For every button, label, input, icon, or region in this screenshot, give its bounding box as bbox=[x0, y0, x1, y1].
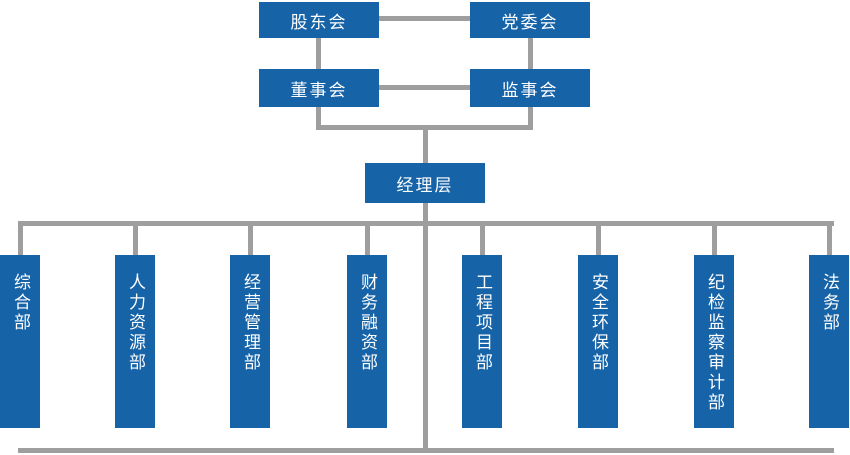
node-shareholders-meeting: 股东会 bbox=[259, 2, 379, 38]
connector-drop-discipline-audit bbox=[712, 226, 717, 255]
connector-drop-engineering bbox=[480, 226, 485, 255]
dept-discipline-inspection-audit: 纪检监察审计部 bbox=[694, 255, 734, 428]
connector-drop-finance bbox=[365, 226, 370, 255]
connector-drop-legal bbox=[827, 226, 832, 255]
dept-engineering-projects: 工程项目部 bbox=[462, 255, 502, 428]
dept-business-management: 经营管理部 bbox=[230, 255, 270, 428]
connector-party-supervisory bbox=[528, 38, 533, 69]
connector-drop-business-management bbox=[248, 226, 253, 255]
connector-board-supervisory bbox=[379, 85, 470, 90]
connector-drop-general bbox=[18, 226, 23, 255]
connector-supervisory-down bbox=[528, 107, 533, 125]
connector-join-horizontal bbox=[316, 125, 533, 130]
dept-finance-financing: 财务融资部 bbox=[347, 255, 387, 428]
connector-board-down bbox=[316, 107, 321, 125]
dept-general: 综合部 bbox=[0, 255, 40, 428]
node-supervisory-board: 监事会 bbox=[470, 69, 590, 107]
connector-join-management bbox=[423, 130, 428, 163]
dept-legal-affairs: 法务部 bbox=[809, 255, 849, 428]
dept-human-resources: 人力资源部 bbox=[115, 255, 155, 428]
node-party-committee: 党委会 bbox=[470, 2, 590, 38]
connector-drop-hr bbox=[133, 226, 138, 255]
connector-drop-safety bbox=[596, 226, 601, 255]
connector-central-vertical bbox=[423, 226, 428, 448]
node-board-of-directors: 董事会 bbox=[259, 69, 379, 107]
connector-management-branch bbox=[423, 203, 428, 221]
connector-branch-horizontal bbox=[18, 221, 834, 226]
connector-shareholders-board bbox=[316, 38, 321, 69]
connector-shareholders-party bbox=[379, 16, 470, 21]
dept-safety-environment: 安全环保部 bbox=[578, 255, 618, 428]
connector-bottom-horizontal bbox=[18, 448, 834, 453]
node-management-layer: 经理层 bbox=[365, 163, 485, 203]
